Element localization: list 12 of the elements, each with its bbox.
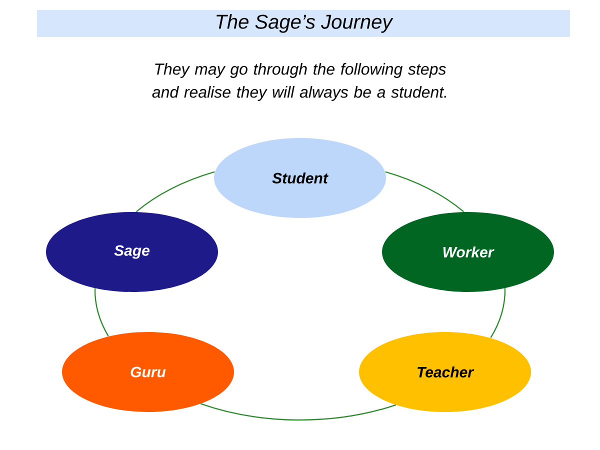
connector-arc [136, 171, 215, 212]
oval-node: Guru [62, 332, 234, 412]
connector-arc [200, 403, 396, 421]
subtitle-text: They may go through the following steps and realise they will always be a student. [152, 63, 446, 101]
oval-node: Student [214, 138, 386, 218]
oval-node: Worker [382, 212, 554, 292]
title-band: The Sage’s Journey [37, 10, 570, 37]
oval-node: Teacher [359, 332, 531, 412]
connector-arc [385, 171, 464, 212]
connector-arc [94, 288, 109, 336]
connector-arc [490, 288, 506, 338]
oval-node: Sage [46, 212, 218, 292]
